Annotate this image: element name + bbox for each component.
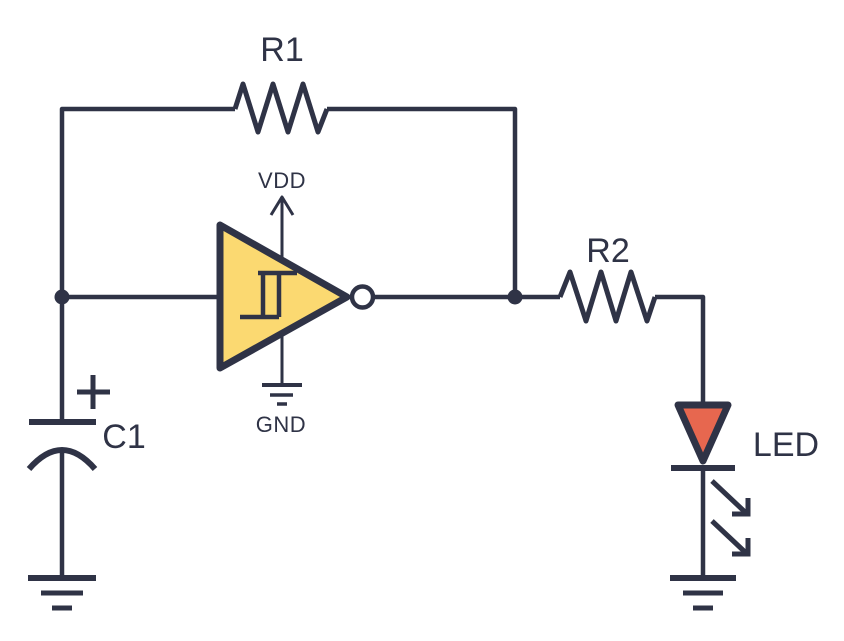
gnd-label: GND xyxy=(256,412,306,437)
wire-r2-to-led xyxy=(655,294,706,404)
resistor-r1-label: R1 xyxy=(260,31,303,69)
light-emission-arrows-icon xyxy=(710,479,751,557)
capacitor-c1: C1 xyxy=(26,375,146,472)
vdd-arrowhead-icon xyxy=(269,195,295,216)
gate-ground-icon xyxy=(262,383,302,406)
led-label: LED xyxy=(753,426,819,464)
wires xyxy=(59,106,706,578)
wire-feedback-right xyxy=(327,106,518,297)
wire-feedback-left xyxy=(59,106,235,421)
resistor-zigzag-icon xyxy=(232,81,330,135)
light-arrow-2-shaft xyxy=(710,519,747,554)
cap-curved-plate xyxy=(26,447,98,472)
resistor-zigzag-icon xyxy=(557,269,658,324)
light-arrow-1-head xyxy=(732,498,751,517)
light-arrow-2-head xyxy=(732,538,751,557)
led-triangle xyxy=(674,401,732,465)
led: LED xyxy=(671,401,819,557)
ground-symbol-led xyxy=(670,575,736,611)
ground-symbol-c1 xyxy=(28,575,96,611)
hysteresis-icon xyxy=(240,270,297,320)
inverter-body xyxy=(216,221,351,372)
schmitt-trigger-inverter: VDD GND xyxy=(216,168,376,437)
junction-dot-left xyxy=(54,289,70,305)
inversion-bubble xyxy=(349,284,376,310)
capacitor-c1-label: C1 xyxy=(102,418,145,456)
vdd-label: VDD xyxy=(258,168,306,193)
resistor-r1: R1 xyxy=(232,31,330,135)
junction-dot-right xyxy=(507,289,523,305)
resistor-r2: R2 xyxy=(557,232,658,324)
plus-sign-icon xyxy=(77,375,110,409)
light-arrow-1-shaft xyxy=(710,479,747,514)
resistor-r2-label: R2 xyxy=(586,232,629,270)
